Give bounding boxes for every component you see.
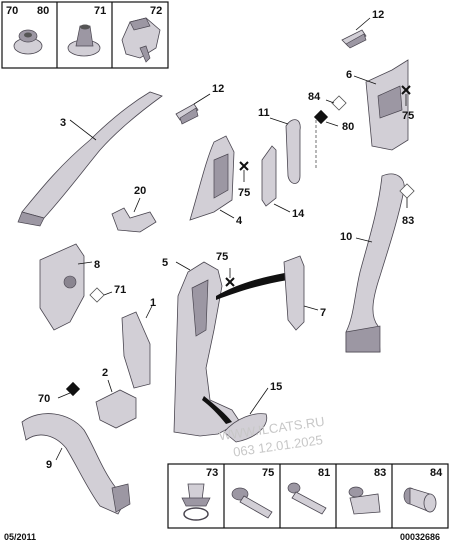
part-clip-72 <box>121 17 161 63</box>
callout-2: 2 <box>102 367 108 379</box>
callout-11: 11 <box>258 107 270 119</box>
callout-84-upper: 84 <box>308 91 321 103</box>
callout-70: 70 <box>6 5 18 17</box>
callout-3: 3 <box>60 117 66 129</box>
part-screw-75 <box>231 487 273 519</box>
callout-72: 72 <box>150 5 162 17</box>
fastener-box-bottom: 73 75 81 83 84 <box>167 463 449 529</box>
part-15-cover: 15 <box>223 381 282 443</box>
white-square-71 <box>89 287 105 303</box>
callout-6: 6 <box>346 69 352 81</box>
callout-8: 8 <box>94 259 100 271</box>
part-8-trim: 8 71 <box>39 243 126 331</box>
callout-70-part2: 70 <box>38 393 50 405</box>
part-clip-73 <box>181 483 211 521</box>
callout-80: 80 <box>37 5 49 17</box>
callout-83-box: 83 <box>374 467 386 479</box>
callout-75-part5: 75 <box>216 251 228 263</box>
part-14-bracket: 14 <box>261 145 305 220</box>
black-square-70 <box>65 381 81 397</box>
part-screw-81 <box>287 482 327 515</box>
callout-12-middle: 12 <box>212 83 224 95</box>
callout-75-box: 75 <box>262 467 274 479</box>
part-2-bracket: 2 70 <box>38 367 137 429</box>
callout-75-part4: 75 <box>238 187 250 199</box>
callout-4: 4 <box>236 215 243 227</box>
part-clip-71 <box>67 24 101 57</box>
part-9-air-duct: 9 <box>21 413 131 515</box>
callout-81: 81 <box>318 467 330 479</box>
callout-9: 9 <box>46 459 52 471</box>
fastener-box-bottom-frame <box>167 463 449 529</box>
callout-1: 1 <box>150 297 156 309</box>
footer-reference: 00032686 <box>400 532 440 542</box>
white-square-84 <box>331 95 347 111</box>
part-sleeve-84 <box>403 487 437 513</box>
callout-15: 15 <box>270 381 282 393</box>
part-1-trim: 1 <box>121 297 156 389</box>
part-20-clip: 20 <box>111 185 157 233</box>
fastener-box-top: 70 80 71 72 <box>1 1 169 69</box>
callout-84-box: 84 <box>430 467 443 479</box>
callout-10: 10 <box>340 231 352 243</box>
callout-71: 71 <box>94 5 106 17</box>
part-6-trim: 6 75 <box>346 59 414 151</box>
black-square-80 <box>313 109 329 125</box>
callout-83: 83 <box>402 215 414 227</box>
callout-20: 20 <box>134 185 146 197</box>
white-square-83 <box>399 183 415 199</box>
callout-80-right: 80 <box>342 121 354 133</box>
part-11-grab-handle: 11 84 80 <box>258 91 354 184</box>
callout-14: 14 <box>292 208 305 220</box>
callout-73: 73 <box>206 467 218 479</box>
callout-12-upper: 12 <box>372 9 384 21</box>
part-3-pillar-trim: 3 <box>17 91 163 227</box>
part-7-trim: 7 <box>283 255 326 331</box>
callout-5: 5 <box>162 257 168 269</box>
part-10-air-duct: 83 10 <box>340 173 415 353</box>
callout-7: 7 <box>320 307 326 319</box>
footer-date: 05/2011 <box>4 532 36 542</box>
part-12-middle: 12 <box>175 83 224 125</box>
part-5-pillar-trim: 5 75 <box>162 251 290 437</box>
callout-75-part6: 75 <box>402 110 414 122</box>
part-fastener-83 <box>348 486 381 515</box>
callout-71-part8: 71 <box>114 284 126 296</box>
part-12-upper: 12 <box>341 9 384 49</box>
part-4-trim: 75 4 <box>189 135 250 227</box>
part-nut-70-80 <box>13 29 43 55</box>
